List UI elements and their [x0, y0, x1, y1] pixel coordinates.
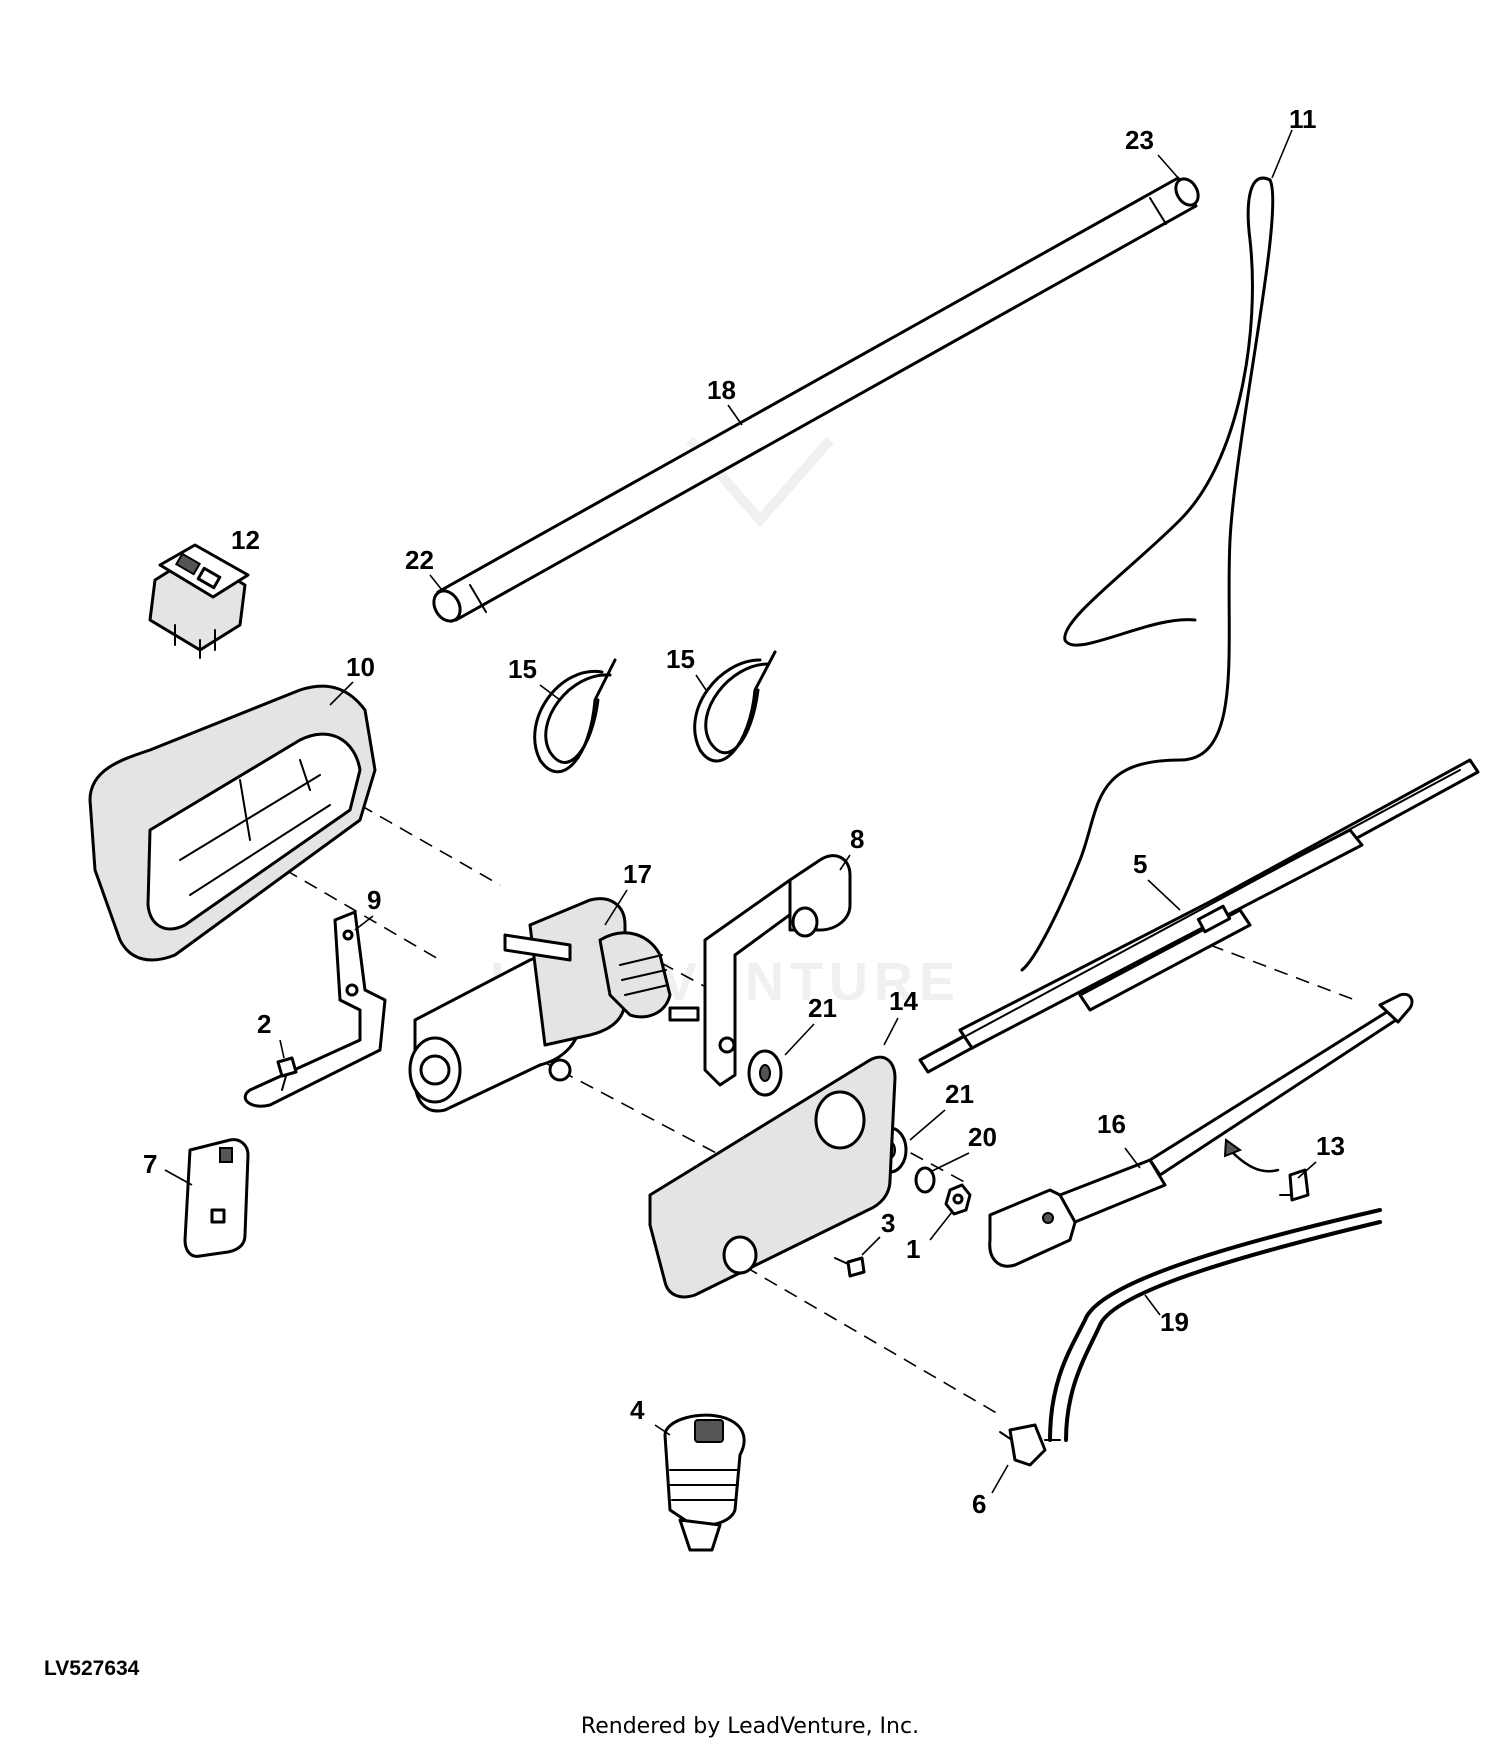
callout-2: 2 [257, 1009, 271, 1039]
diagram-id-code: LV527634 [44, 1657, 140, 1680]
callout-18: 18 [707, 375, 736, 405]
callout-13: 13 [1316, 1131, 1345, 1161]
mounting-plate-14 [648, 1055, 897, 1299]
callout-23: 23 [1125, 125, 1154, 155]
callout-4: 4 [630, 1395, 645, 1425]
callout-15-right: 15 [666, 644, 695, 674]
washer-21-upper [747, 1049, 783, 1097]
screw-3 [834, 1256, 866, 1278]
callout-1: 1 [906, 1234, 920, 1264]
bolt-2 [276, 1056, 298, 1091]
washer-hose-19 [1048, 1208, 1382, 1442]
leader-lines [164, 129, 1317, 1494]
callout-19: 19 [1160, 1307, 1189, 1337]
bracket-9 [243, 910, 387, 1108]
callout-11: 11 [1289, 104, 1317, 134]
callout-6: 6 [972, 1489, 986, 1519]
wiper-motor-17 [408, 897, 700, 1113]
wiper-blade-5 [918, 758, 1480, 1074]
callout-17: 17 [623, 859, 652, 889]
washer-20 [914, 1166, 936, 1194]
callout-16: 16 [1097, 1109, 1126, 1139]
callout-21-lower: 21 [945, 1079, 974, 1109]
callout-15-left: 15 [508, 654, 537, 684]
callout-labels: 23 11 18 12 22 15 15 10 8 9 17 5 21 14 2… [143, 104, 1345, 1519]
drive-link-8 [703, 854, 852, 1087]
callout-5: 5 [1133, 849, 1147, 879]
rocker-switch-12 [148, 543, 250, 659]
callout-8: 8 [850, 824, 864, 854]
callout-22: 22 [405, 545, 434, 575]
washer-nozzle-6 [999, 1423, 1061, 1467]
nut-1 [944, 1183, 972, 1216]
callout-7: 7 [143, 1149, 157, 1179]
callout-9: 9 [367, 885, 381, 915]
callout-10: 10 [346, 652, 375, 682]
cable-tie-15-right [693, 650, 777, 763]
wiper-rod [432, 176, 1200, 623]
washer-pump-4 [663, 1413, 746, 1552]
callout-3: 3 [881, 1208, 895, 1238]
clip-13 [1223, 1138, 1310, 1202]
callout-14: 14 [889, 986, 918, 1016]
wiper-arm-16 [988, 992, 1414, 1268]
cable-tie-15-left [533, 658, 617, 774]
callout-21-upper: 21 [808, 993, 837, 1023]
wiper-housing-10 [88, 684, 377, 962]
rendered-by-footer: Rendered by LeadVenture, Inc. [580, 1714, 920, 1739]
callout-12: 12 [231, 525, 260, 555]
clip-7 [183, 1138, 250, 1258]
washer-hose-11 [1020, 176, 1275, 972]
callout-20: 20 [968, 1122, 997, 1152]
